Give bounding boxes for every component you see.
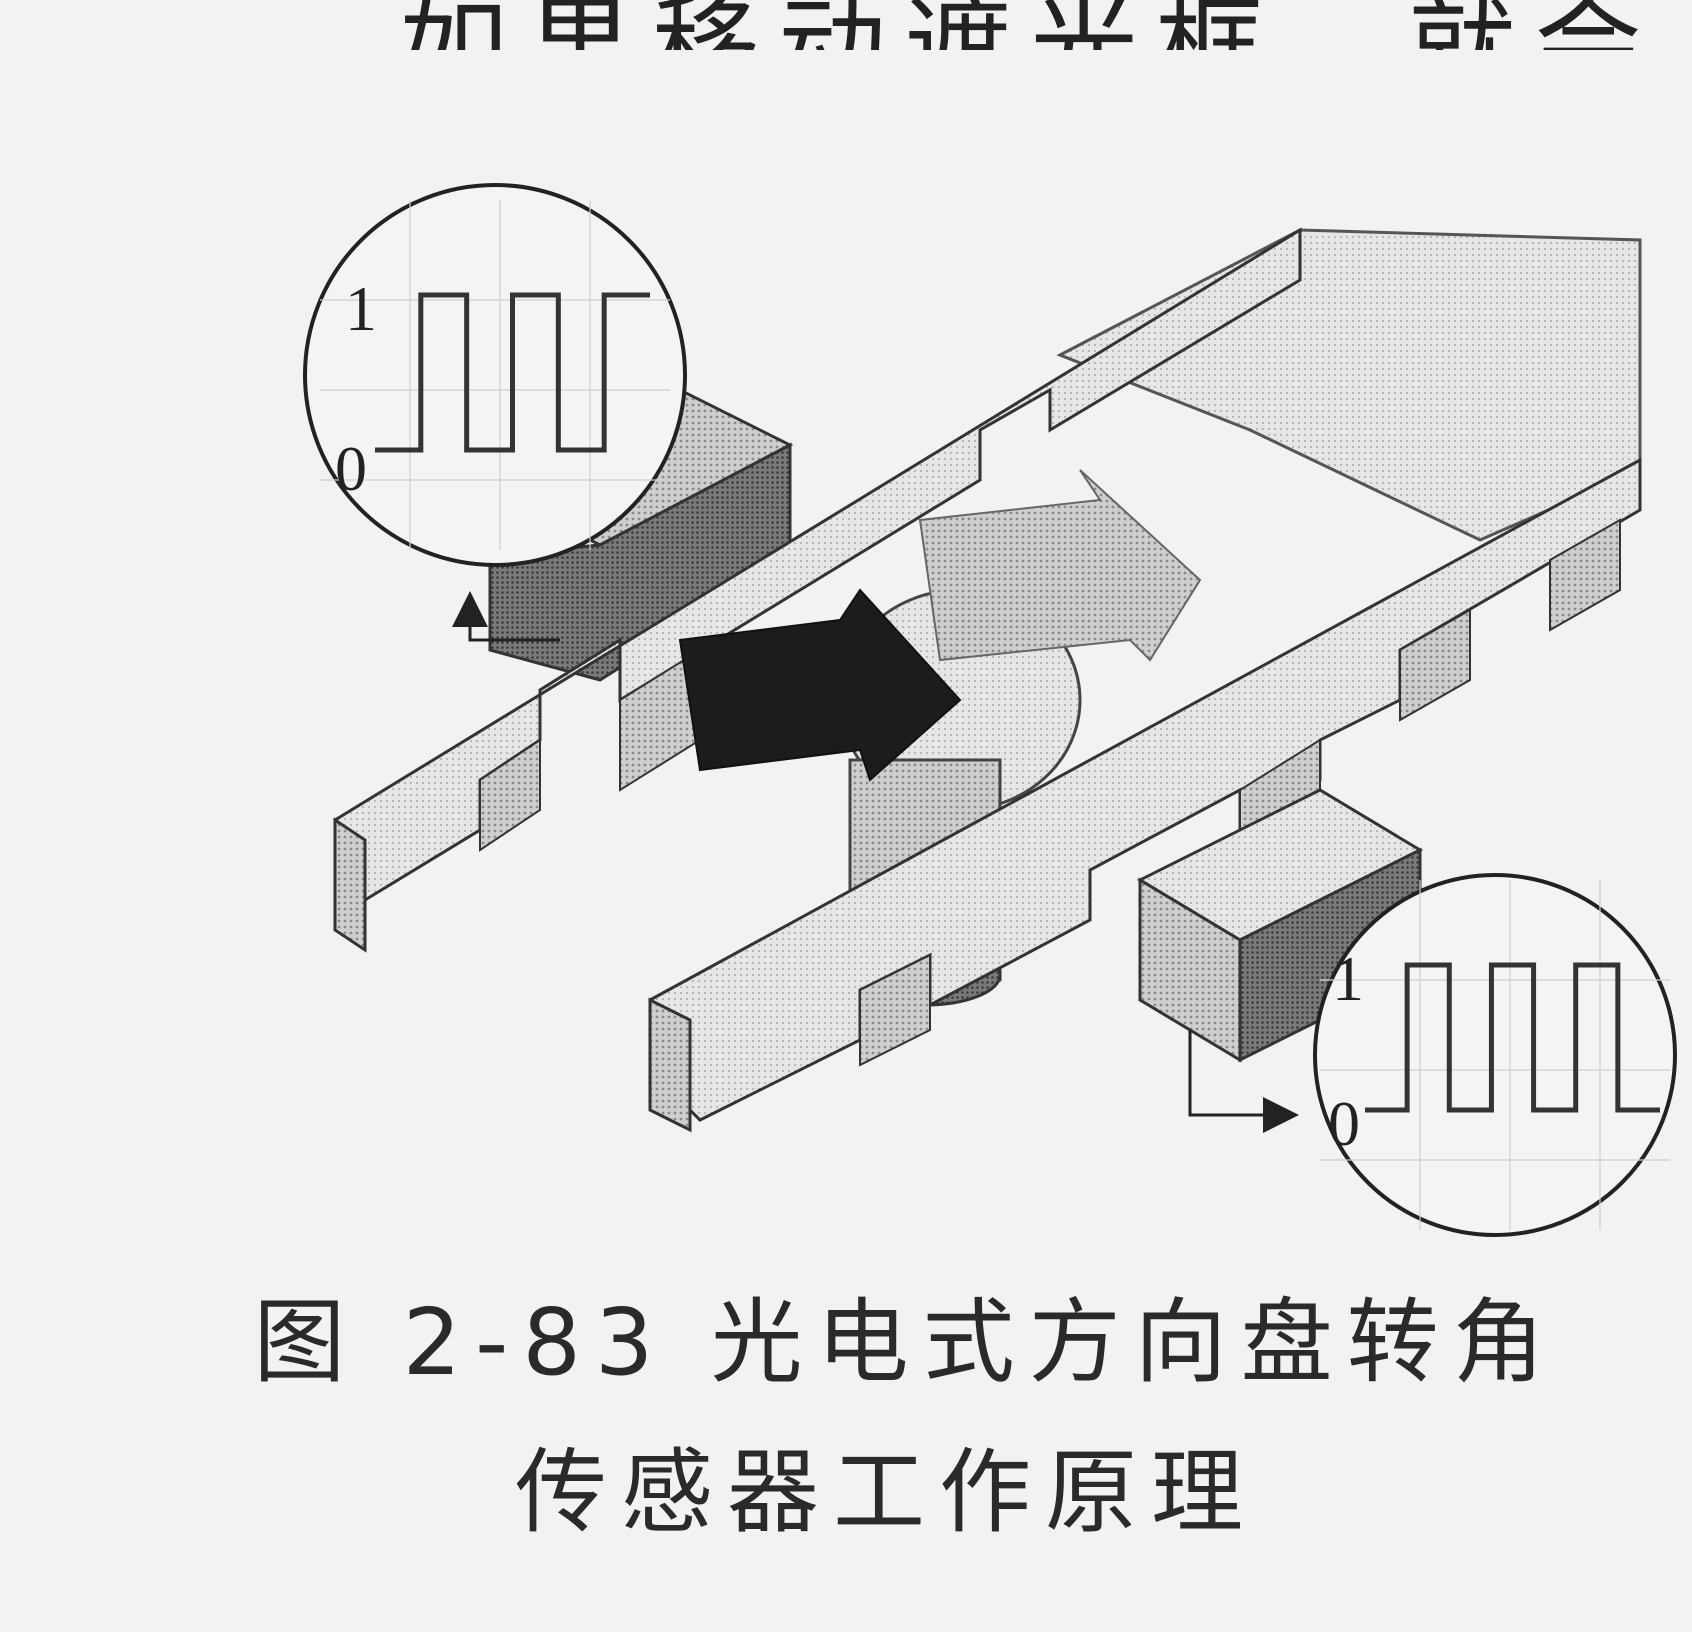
rear-rail-side bbox=[333, 817, 367, 953]
bottom-signal-lead bbox=[1188, 1030, 1299, 1133]
top-square-wave bbox=[375, 292, 650, 453]
front-rail-side bbox=[648, 997, 692, 1133]
top-signal-scope: 1 0 bbox=[303, 183, 687, 567]
header-text-fragment: 如果移动遮光框，就会 bbox=[400, 0, 1692, 50]
front-rail-tooth-3 bbox=[1399, 608, 1471, 722]
light-beam-arrow-dark bbox=[678, 588, 962, 782]
bottom-signal-scope: 1 0 bbox=[1313, 873, 1677, 1237]
bottom-square-wave bbox=[1365, 962, 1660, 1113]
front-rail-tooth-4 bbox=[1549, 518, 1621, 632]
top-signal-lead bbox=[452, 591, 560, 642]
back-slab bbox=[1056, 228, 1642, 542]
caption-line-2: 传感器工作原理 bbox=[514, 1439, 1257, 1546]
rear-rail bbox=[333, 227, 1302, 902]
front-rail-tooth-1 bbox=[859, 953, 931, 1067]
bottom-high-label: 1 bbox=[1332, 943, 1364, 1014]
top-high-label: 1 bbox=[345, 273, 377, 344]
bottom-low-label: 0 bbox=[1328, 1088, 1360, 1159]
light-beam-arrow-light bbox=[918, 469, 1202, 662]
top-low-label: 0 bbox=[335, 433, 367, 504]
rear-rail-tooth-1 bbox=[479, 738, 541, 852]
caption-line-1: 图 2-83 光电式方向盘转角 bbox=[253, 1289, 1559, 1396]
